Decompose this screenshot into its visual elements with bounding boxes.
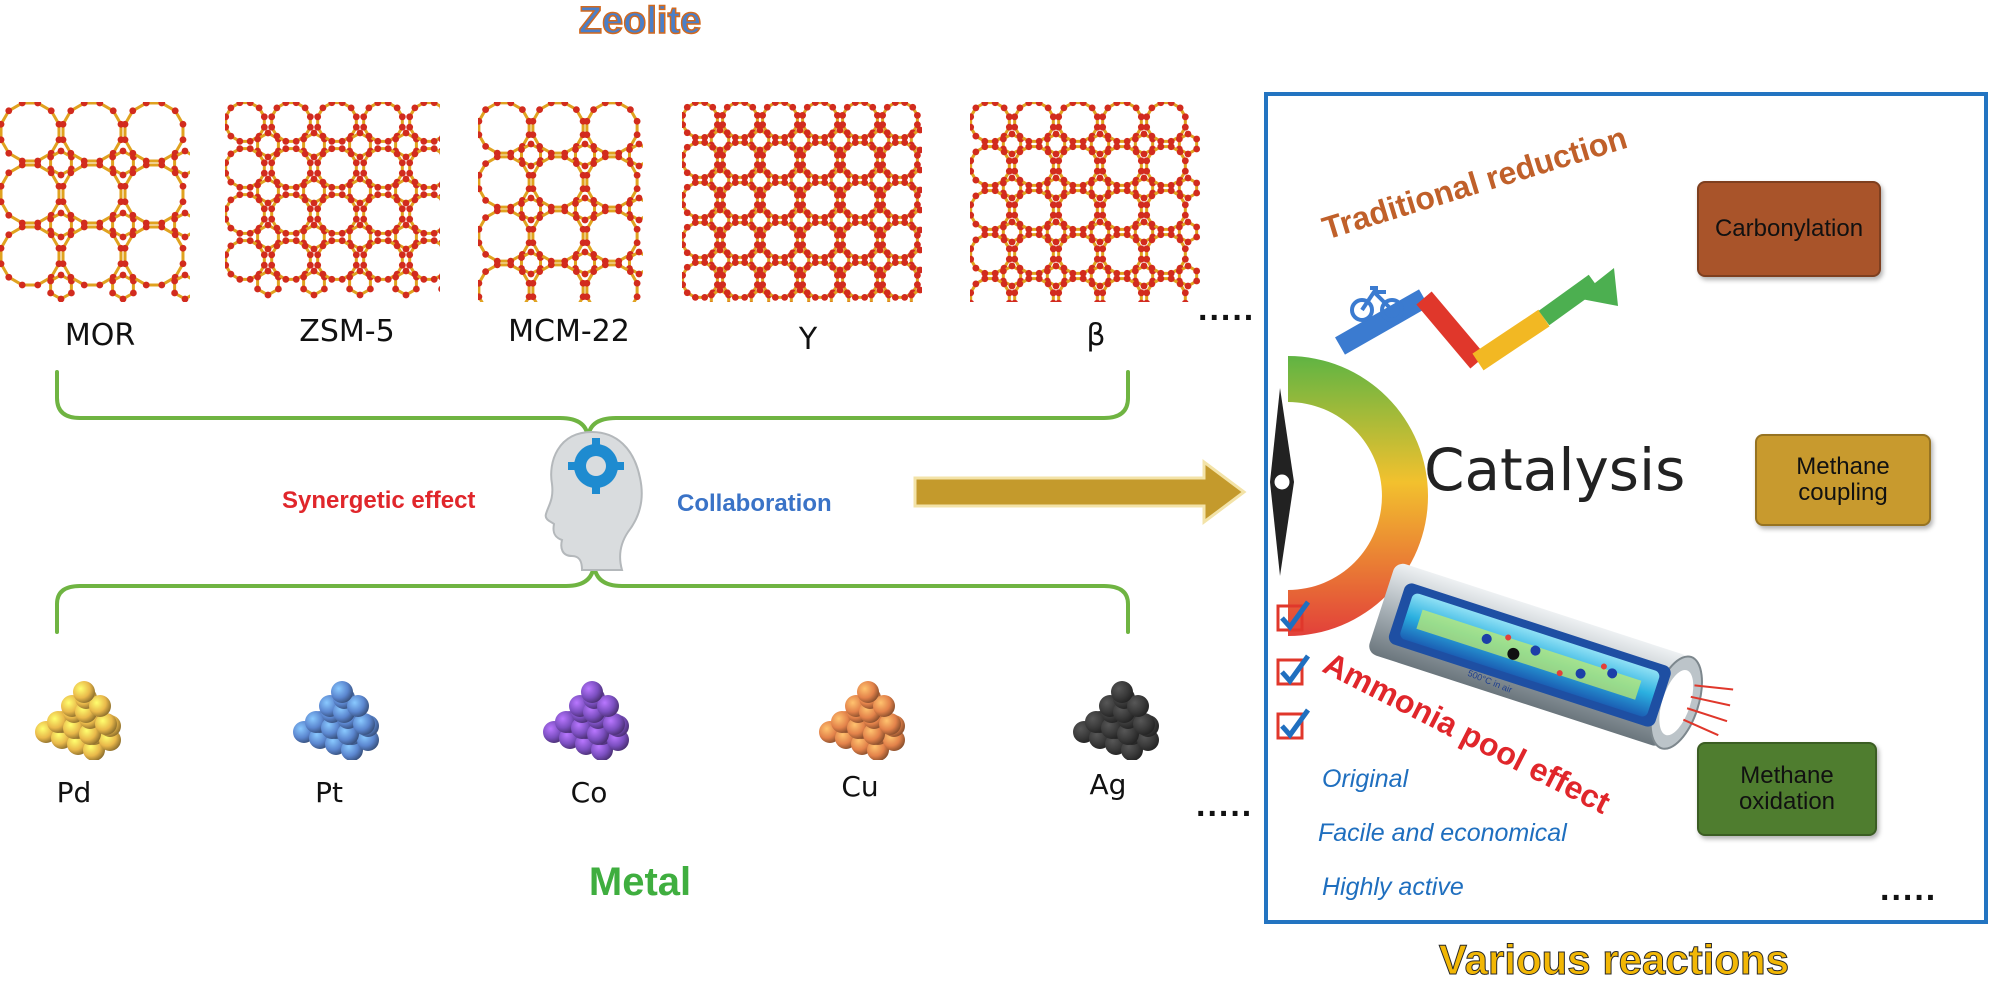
metal-atom: [587, 723, 609, 745]
check-item-original: Original: [1310, 762, 1408, 796]
metal-atom: [581, 681, 603, 703]
metal-more-dots: .....: [1196, 786, 1254, 824]
metal-atom: [353, 713, 375, 735]
metal-atom: [337, 723, 359, 745]
metal-atom: [1117, 723, 1139, 745]
metal-label-pt: Pt: [315, 776, 343, 809]
metal-atom: [95, 713, 117, 735]
check-text-original: Original: [1322, 764, 1409, 793]
zeolite-label-zsm5: ZSM-5: [299, 314, 395, 349]
reaction-methane-oxidation: Methane oxidation: [1697, 742, 1877, 836]
connector-graphics: [55, 370, 1247, 634]
zeolite-structure-y: [682, 102, 922, 302]
metal-co-icon: [543, 681, 629, 760]
brain-head-icon: [544, 430, 643, 571]
metal-cu-icon: [819, 681, 905, 760]
metal-atom: [1111, 681, 1133, 703]
bottom-bracket: [55, 560, 1130, 634]
metal-title: Metal: [588, 860, 692, 904]
catalysis-gauge-icon: [1270, 356, 1428, 636]
reaction-methane-coupling-label: Methane coupling: [1796, 452, 1890, 506]
catalysis-label: Catalysis: [1424, 436, 1686, 504]
metal-pt-icon: [293, 681, 379, 760]
check-item-active: Highly active: [1310, 870, 1464, 904]
zigzag-arrow-icon: [1335, 268, 1618, 371]
metal-label-co: Co: [570, 776, 608, 809]
reaction-carbonylation-label: Carbonylation: [1714, 214, 1864, 242]
zeolite-title: Zeolite: [578, 0, 702, 43]
reaction-methane-oxidation-label: Methane oxidation: [1738, 761, 1836, 815]
metal-label-cu: Cu: [841, 770, 879, 803]
reactions-more-dots: .....: [1880, 870, 1938, 908]
metal-atom: [1133, 713, 1155, 735]
metal-atom: [857, 681, 879, 703]
metal-ag-icon: [1073, 681, 1159, 760]
metal-atom: [603, 713, 625, 735]
various-reactions-title: Various reactions: [1438, 936, 1790, 984]
zeolite-structure-zsm5: [225, 102, 440, 299]
checkbox-icons: [1276, 600, 1311, 740]
metal-atom: [79, 723, 101, 745]
metal-pd-icon: [35, 681, 121, 760]
metal-label-ag: Ag: [1089, 768, 1127, 801]
zeolite-structure-mor: [0, 102, 190, 302]
zeolite-more-dots: .....: [1198, 290, 1256, 328]
arrow-right-icon: [913, 459, 1247, 525]
metal-label-pd: Pd: [56, 776, 92, 809]
zeolite-label-beta: β: [1086, 318, 1106, 353]
metal-atom: [873, 695, 895, 717]
metal-atom: [89, 695, 111, 717]
metal-atom: [347, 695, 369, 717]
zeolite-label-mor: MOR: [64, 318, 136, 353]
bicycle-icon: [1350, 286, 1404, 322]
reaction-carbonylation: Carbonylation: [1697, 181, 1881, 277]
metal-atom: [879, 713, 901, 735]
check-text-facile: Facile and economical: [1318, 818, 1567, 847]
metal-atom: [331, 681, 353, 703]
reactions-panel: [1264, 92, 1988, 924]
zeolite-label-mcm22: MCM-22: [508, 314, 630, 349]
zeolite-structure-beta: [970, 102, 1201, 302]
metal-atom: [863, 723, 885, 745]
synergetic-effect-label: Synergetic effect: [282, 487, 476, 514]
check-text-active: Highly active: [1322, 872, 1464, 901]
collaboration-label: Collaboration: [677, 490, 832, 517]
top-bracket: [55, 370, 1130, 442]
metal-atom: [1127, 695, 1149, 717]
zeolite-structure-mcm22: [478, 102, 643, 302]
metal-atom: [597, 695, 619, 717]
panel-graphics: [1270, 268, 1734, 750]
zeolite-label-y: Y: [798, 322, 818, 357]
reaction-methane-coupling: Methane coupling: [1755, 434, 1931, 526]
check-item-facile: Facile and economical: [1306, 816, 1567, 850]
metal-atom: [73, 681, 95, 703]
tube-reactor-icon: [1369, 563, 1734, 750]
